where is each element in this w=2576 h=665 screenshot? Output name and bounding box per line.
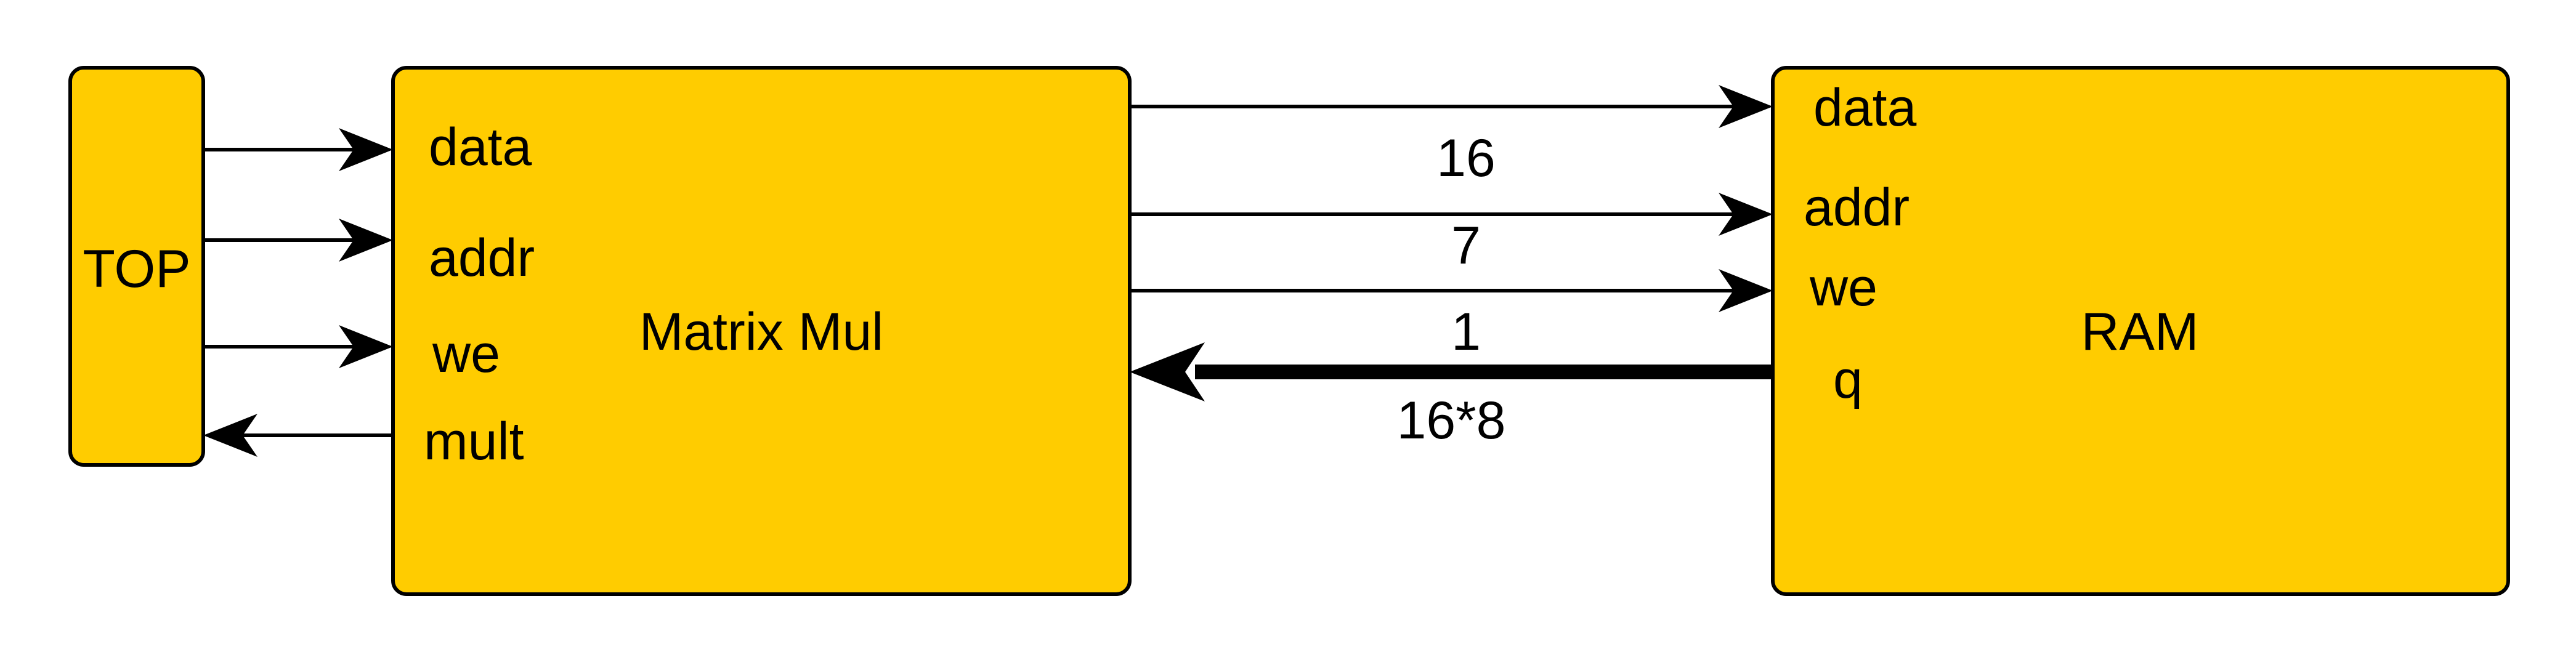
top-to-matrix-addr-arrow xyxy=(203,219,393,262)
matrix-mul-port-we: we xyxy=(432,324,500,384)
matrix-to-ram-we-arrow xyxy=(1130,269,1773,312)
ram-block: RAM data addr we q xyxy=(1771,66,2510,596)
top-to-matrix-we-arrow xyxy=(203,325,393,368)
we-bus-width-label: 1 xyxy=(1451,302,1481,361)
q-bus-width-label: 16*8 xyxy=(1397,391,1506,450)
matrix-to-top-mult-arrow xyxy=(203,414,393,457)
matrix-to-ram-data-arrow xyxy=(1130,85,1773,128)
ram-block-label: RAM xyxy=(2081,302,2198,361)
ram-port-data: data xyxy=(1813,78,1917,137)
matrix-mul-port-data: data xyxy=(429,118,532,177)
top-block: TOP xyxy=(68,66,205,467)
ram-to-matrix-q-bus-arrow xyxy=(1130,342,1773,401)
top-to-matrix-data-arrow xyxy=(203,128,393,171)
matrix-to-ram-addr-arrow xyxy=(1130,193,1773,236)
matrix-mul-block-label: Matrix Mul xyxy=(639,302,884,361)
ram-port-q: q xyxy=(1833,350,1863,409)
addr-bus-width-label: 7 xyxy=(1451,216,1481,275)
matrix-mul-block: Matrix Mul data addr we mult xyxy=(391,66,1132,596)
ram-port-addr: addr xyxy=(1804,178,1910,237)
matrix-mul-port-mult: mult xyxy=(424,412,524,471)
ram-port-we: we xyxy=(1809,258,1877,317)
top-block-label: TOP xyxy=(83,240,190,299)
data-bus-width-label: 16 xyxy=(1436,129,1496,188)
matrix-mul-port-addr: addr xyxy=(429,228,535,288)
